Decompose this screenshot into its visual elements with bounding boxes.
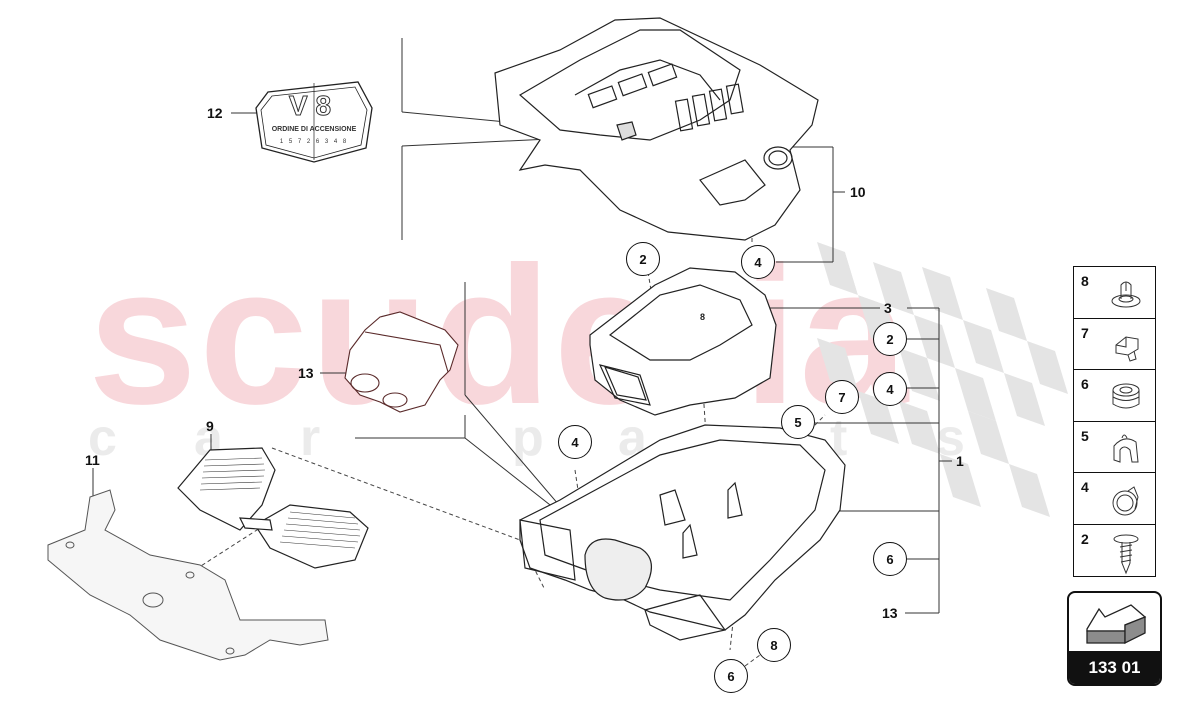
callout-13-duct: 13 (298, 365, 314, 381)
arrow-left-3d-icon (1086, 604, 1147, 645)
callout-12: 12 (207, 105, 223, 121)
legend-number: 2 (1081, 530, 1089, 547)
intake-duct (344, 311, 459, 413)
circled-callout-4-cover: 4 (741, 245, 775, 279)
legend-number: 4 (1081, 479, 1089, 495)
callout-11: 11 (85, 452, 100, 468)
circled-callout-2-right: 2 (873, 322, 907, 356)
circled-callout-5: 5 (781, 405, 815, 439)
callout-1: 1 (956, 453, 964, 469)
air-filter-housing (519, 424, 846, 641)
v8-badge-plate (255, 81, 373, 163)
watermark-car-parts: carparts (88, 412, 1042, 464)
circled-callout-7: 7 (825, 380, 859, 414)
circled-callout-6-right: 6 (873, 542, 907, 576)
badge-subtitle: ORDINE DI ACCENSIONE (271, 126, 357, 133)
hose-clip-icon (1115, 335, 1139, 362)
air-filter-lid: 8 (589, 267, 777, 416)
page-reference-label: 133 01 (1069, 651, 1160, 684)
legend-item-7: 7 (1074, 319, 1155, 370)
legend-number: 7 (1081, 324, 1089, 341)
legend-number: 5 (1081, 427, 1089, 444)
legend-item-5: 5 (1074, 422, 1155, 473)
fastener-legend: 8 7 6 5 4 2 (1073, 266, 1156, 577)
legend-number: 6 (1081, 376, 1089, 392)
watermark-letter: r (300, 409, 321, 467)
grommet-icon (1112, 383, 1140, 409)
callout-13-housing: 13 (882, 605, 898, 621)
svg-text:8: 8 (700, 312, 705, 322)
circled-callout-2-lid: 2 (626, 242, 660, 276)
push-rivet-clip-icon (1111, 281, 1141, 308)
circled-callout-4-housing: 4 (558, 425, 592, 459)
circled-callout-8-bottom: 8 (757, 628, 791, 662)
checkered-flag-watermark (817, 242, 1068, 517)
legend-item-6: 6 (1074, 370, 1155, 422)
badge-firing-order: 1 5 7 2 6 3 4 8 (279, 139, 349, 145)
retaining-clip-icon (1113, 434, 1139, 463)
page-reference-box[interactable]: 133 01 (1067, 591, 1162, 686)
legend-item-4: 4 (1074, 473, 1155, 525)
circled-callout-4-right: 4 (873, 372, 907, 406)
watermark-letter: c (88, 409, 117, 467)
mounting-bracket (47, 489, 329, 661)
legend-item-8: 8 (1074, 267, 1155, 319)
air-duct-pair (177, 447, 369, 569)
callout-3: 3 (884, 300, 892, 316)
engine-cover (494, 17, 819, 241)
watermark-letter: p (512, 409, 544, 467)
expanding-nut-icon (1112, 486, 1139, 516)
callout-10: 10 (850, 184, 866, 200)
badge-title: V8 (288, 90, 340, 122)
self-tapping-screw-icon (1113, 534, 1139, 574)
circled-callout-6-bottom: 6 (714, 659, 748, 693)
legend-number: 8 (1081, 273, 1089, 289)
callout-9: 9 (206, 418, 214, 434)
legend-item-2: 2 (1074, 525, 1155, 577)
